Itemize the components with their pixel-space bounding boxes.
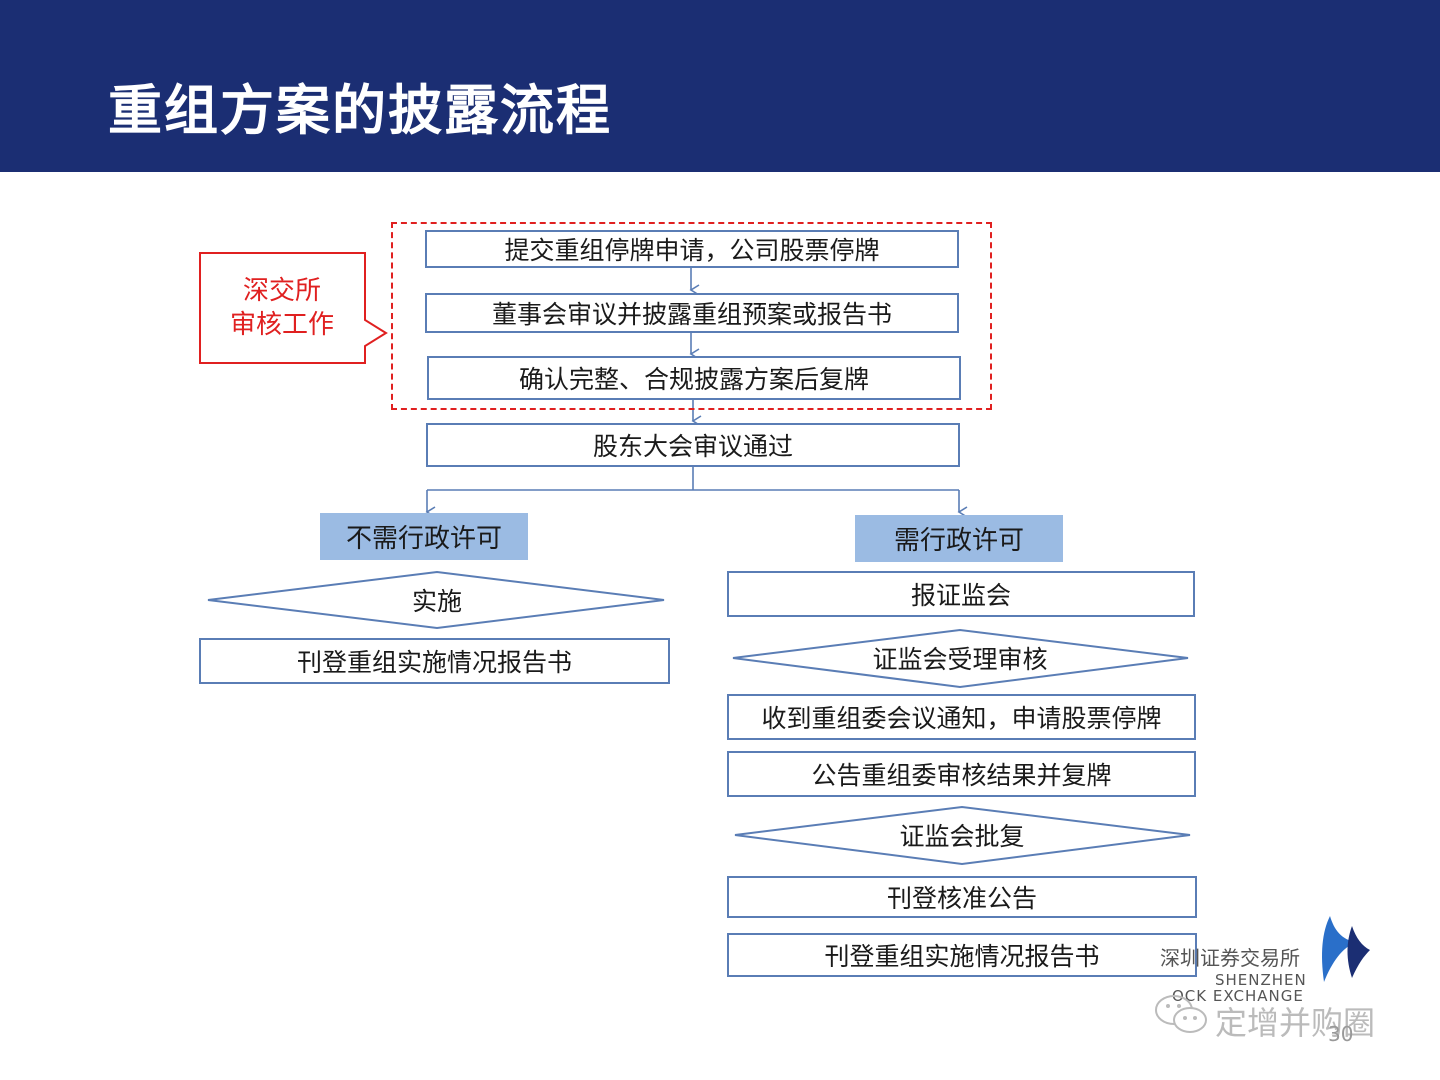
decision-csrc-review-label: 证监会受理审核: [872, 645, 1048, 674]
decision-diamond-csrc-review: [732, 628, 1189, 689]
step-committee-notice: 收到重组委会议通知，申请股票停牌: [727, 694, 1196, 740]
callout-shape: [199, 252, 388, 364]
title-bar: [0, 0, 1440, 172]
szse-logo-icon: [1322, 916, 1370, 982]
page-title: 重组方案的披露流程: [108, 79, 612, 142]
page-number: 30: [1328, 1022, 1354, 1046]
category-admin-permit: 需行政许可: [855, 515, 1063, 562]
step-right-report: 刊登重组实施情况报告书: [727, 933, 1197, 977]
step-resume-trading: 确认完整、合规披露方案后复牌: [427, 356, 961, 400]
decision-csrc-approval-label: 证监会批复: [899, 822, 1025, 851]
step-left-report: 刊登重组实施情况报告书: [199, 638, 670, 684]
step-committee-result: 公告重组委审核结果并复牌: [727, 751, 1196, 797]
watermark-text: 定增并购圈: [1215, 1004, 1376, 1042]
callout-line2: 审核工作: [229, 310, 334, 340]
step-approval-notice: 刊登核准公告: [727, 876, 1197, 918]
decision-diamond-csrc-approval: [734, 805, 1191, 866]
step-board-review: 董事会审议并披露重组预案或报告书: [425, 293, 959, 333]
decision-diamond-implement: [207, 570, 665, 630]
step-report-csrc: 报证监会: [727, 571, 1195, 617]
step-shareholder-meeting: 股东大会审议通过: [426, 423, 960, 467]
szse-logo-text-en1: SHENZHEN: [1215, 971, 1307, 989]
wechat-watermark-icon: [1155, 995, 1207, 1033]
sse-review-region: [391, 222, 992, 410]
szse-logo-text-en2: OCK EXCHANGE: [1172, 987, 1304, 1005]
step-suspend-trading: 提交重组停牌申请，公司股票停牌: [425, 230, 959, 268]
decision-implement-label: 实施: [411, 587, 462, 616]
category-no-admin-permit: 不需行政许可: [320, 513, 528, 560]
callout-sse-review: 深交所 审核工作: [200, 254, 364, 362]
szse-logo-text-cn: 深圳证券交易所: [1160, 946, 1300, 970]
callout-line1: 深交所: [242, 276, 321, 306]
